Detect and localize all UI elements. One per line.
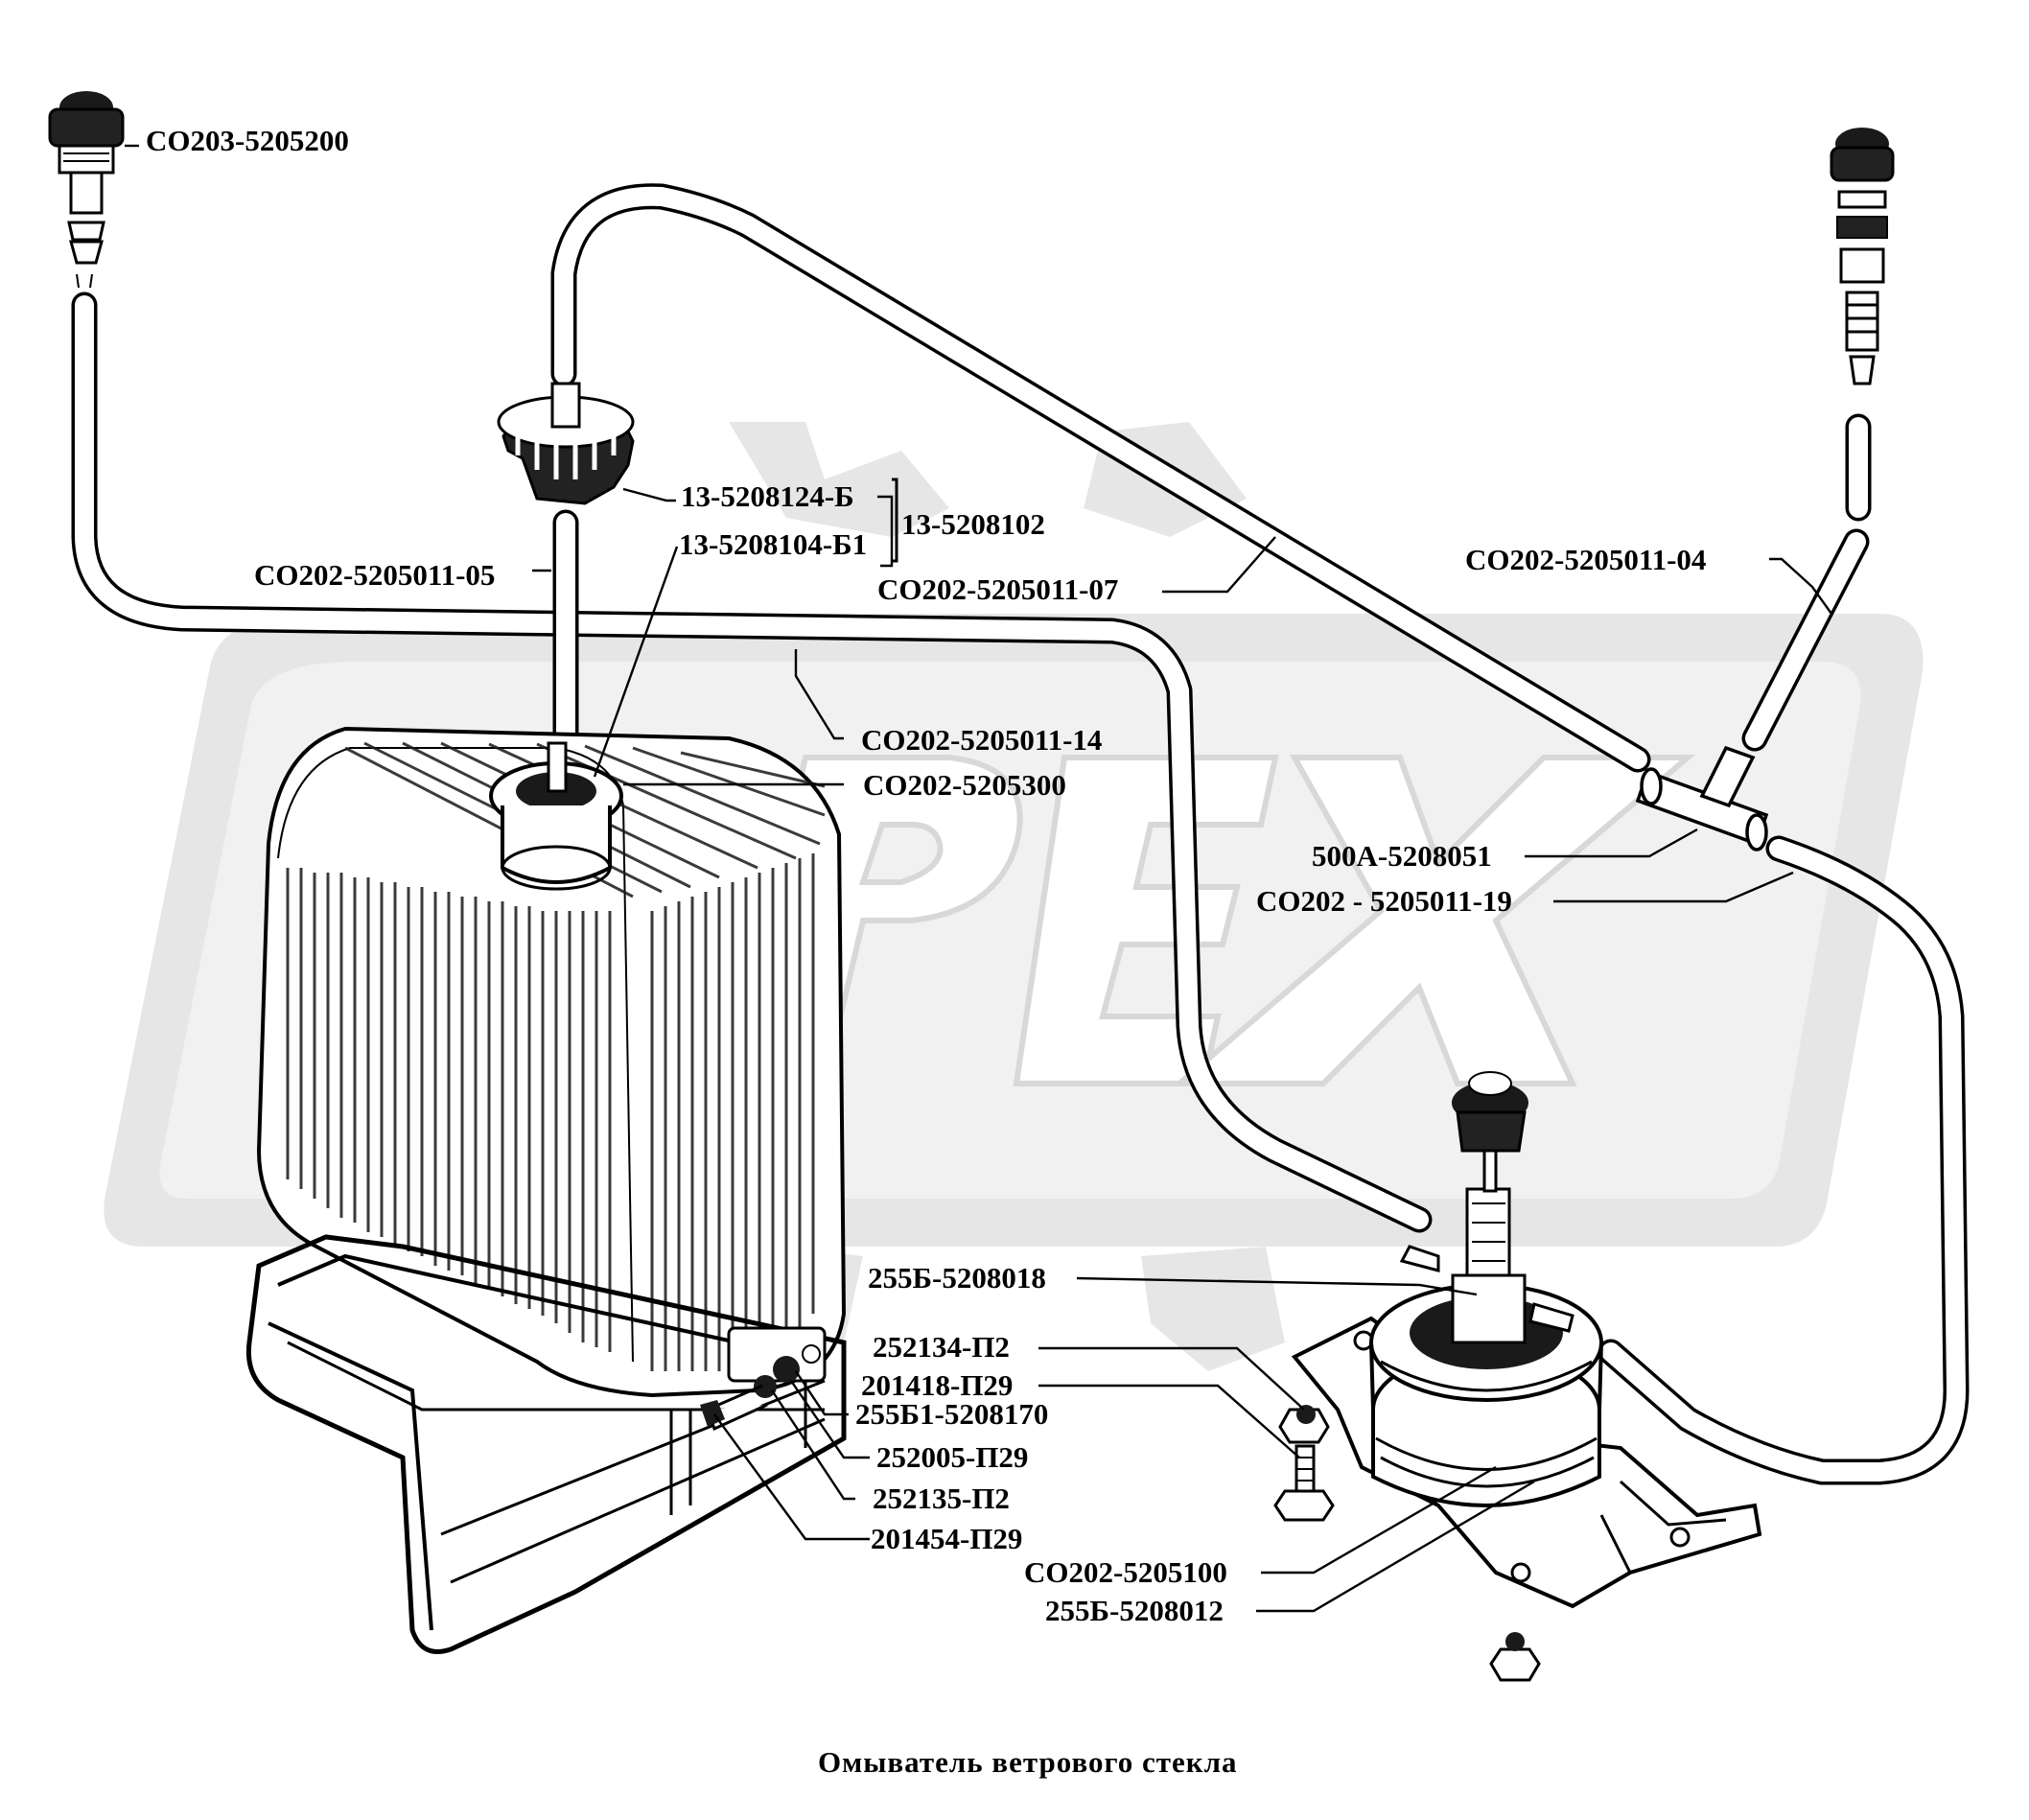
group-brace [892, 478, 898, 563]
label-hose-07: СО202-5205011-07 [877, 572, 1118, 606]
washer-pump [1273, 1071, 1762, 1682]
hose-network [71, 183, 1970, 1485]
tee-fitting [1635, 745, 1769, 852]
label-hose-05: СО202-5205011-05 [254, 558, 495, 592]
label-washer-252005: 252005-П29 [876, 1440, 1028, 1474]
label-cap-kit-group: 13-5208102 [901, 507, 1045, 541]
part-labels: СО203-5205200 13-5208124-Б 13-5208102 13… [146, 124, 1706, 1627]
label-hose-04: СО202-5205011-04 [1465, 543, 1706, 576]
label-bracket-255b1: 255Б1-5208170 [855, 1397, 1048, 1431]
label-bolt-201418: 201418-П29 [861, 1368, 1013, 1402]
label-hose-19: СО202 - 5205011-19 [1256, 884, 1512, 918]
label-cap-kit-bottom: 13-5208104-Б1 [679, 527, 867, 561]
label-bolt-201454: 201454-П29 [871, 1522, 1022, 1555]
filler-cap [497, 382, 635, 505]
label-washer-252135: 252135-П2 [873, 1482, 1010, 1515]
label-washer-252134: 252134-П2 [873, 1330, 1010, 1364]
label-pump-bracket: 255Б-5208012 [1045, 1594, 1224, 1627]
washer-tank [256, 726, 847, 1398]
left-sprayer-nozzle [48, 91, 125, 289]
label-sprayer-left: СО203-5205200 [146, 124, 349, 157]
right-sprayer-nozzle [1830, 128, 1895, 385]
diagram-caption: Омыватель ветрового стекла [818, 1745, 1238, 1779]
leader-lines [125, 144, 1832, 1613]
label-pump-outlet: 255Б-5208018 [868, 1261, 1046, 1295]
label-tank-neck: СО202-5205300 [863, 768, 1066, 802]
tank-bracket [245, 1234, 847, 1654]
label-cap-kit-top: 13-5208124-Б [681, 479, 854, 513]
label-hose-14: СО202-5205011-14 [861, 723, 1102, 757]
label-tee: 500А-5208051 [1312, 839, 1492, 873]
label-pump: СО202-5205100 [1024, 1555, 1227, 1589]
